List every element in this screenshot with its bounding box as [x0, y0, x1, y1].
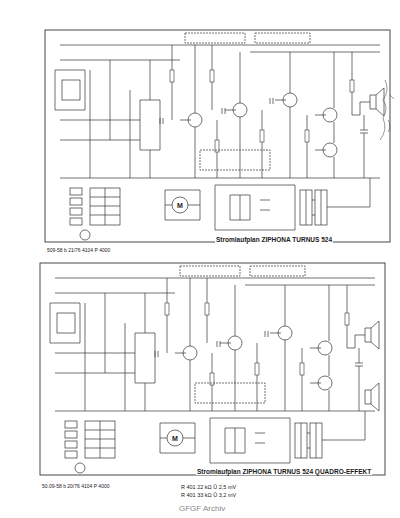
speaker-symbol: [365, 383, 379, 411]
schematic-title: Stromlaufplan ZIPHONA TURNUS 524: [215, 236, 333, 243]
schematic-bottom: [40, 263, 385, 475]
schematic-title: Stromlaufplan ZIPHONA TURNUS 524 QUADRO-…: [196, 468, 372, 475]
handwritten-note: [380, 80, 394, 140]
document-number: 509-58 b 21/76 4104 P 4000: [46, 248, 111, 254]
handwritten-note: R 401 22 kΩ Ū 2,5 mV: [180, 484, 237, 490]
handwritten-note: R 401 33 kΩ Ū 3,2 mV: [180, 492, 237, 498]
document-number: 50.09-58 b 20/76 4104 P 4000: [41, 484, 110, 490]
motor-label: M: [171, 435, 179, 443]
watermark: GFGF Archiv: [178, 505, 226, 514]
schematic-top: [45, 30, 390, 242]
motor-label: M: [176, 202, 184, 210]
